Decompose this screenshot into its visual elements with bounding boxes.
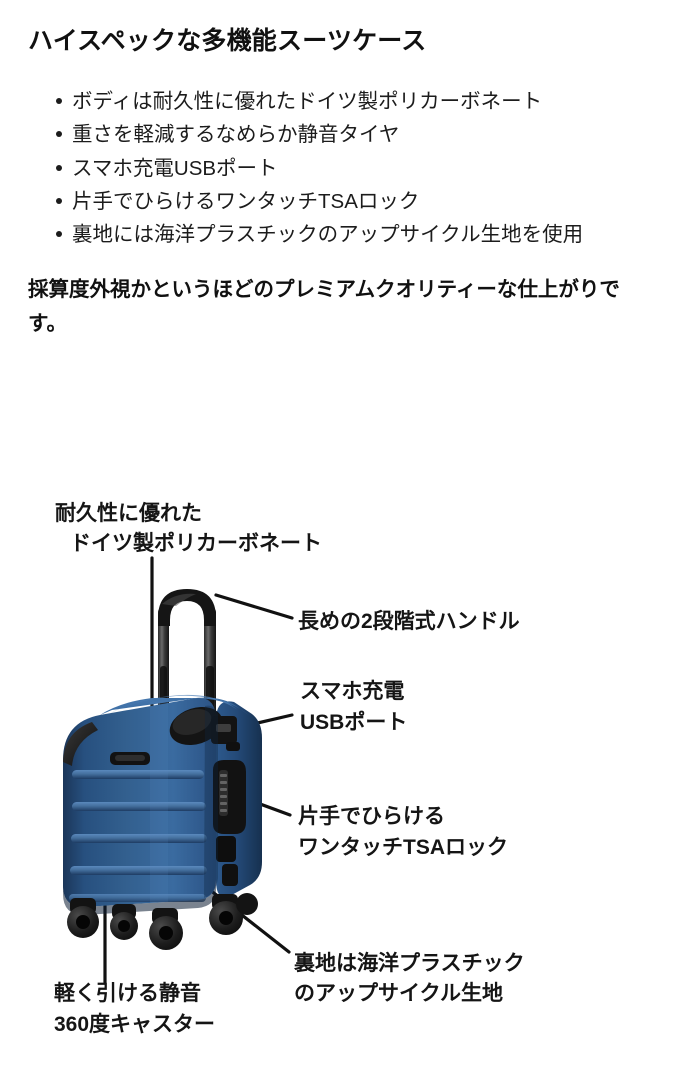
top-grip-handle-icon: [169, 706, 223, 746]
shell-ribs: [69, 770, 207, 902]
annotation-polycarbonate-line2: ドイツ製ポリカーボネート: [70, 531, 322, 555]
tsa-lock-icon: [213, 760, 246, 886]
text-content-block: ハイスペックな多機能スーツケース ボディは耐久性に優れたドイツ製ポリカーボネート…: [0, 0, 673, 341]
suitcase-illustration: [63, 589, 262, 950]
list-item: ボディは耐久性に優れたドイツ製ポリカーボネート: [56, 85, 647, 118]
corner-pad-icon: [63, 722, 98, 766]
list-item: スマホ充電USBポート: [56, 152, 647, 185]
annotation-casters-line2: 360度キャスター: [54, 1013, 215, 1036]
page-title: ハイスペックな多機能スーツケース: [28, 27, 427, 55]
annotation-lining-line2: のアップサイクル生地: [294, 981, 503, 1005]
annotation-telescoping-handle: 長めの2段階式ハンドル: [298, 610, 520, 633]
annotation-tsa-line2: ワンタッチTSAロック: [298, 836, 508, 859]
usb-port-icon: [211, 716, 240, 751]
annotation-spinner-casters: 軽く引ける静音 360度キャスター: [54, 981, 215, 1036]
annotation-recycled-lining: 裏地は海洋プラスチック のアップサイクル生地: [293, 951, 525, 1005]
annotation-tsa-lock: 片手でひらける ワンタッチTSAロック: [298, 805, 508, 859]
annotation-handle-line1: 長めの2段階式ハンドル: [298, 610, 520, 633]
spinner-casters-icon: [67, 893, 258, 950]
annotation-usb-line2: USBポート: [300, 710, 407, 734]
lead-paragraph: 採算度外視かというほどのプレミアムクオリティーな仕上がりです。: [28, 278, 620, 336]
list-item: 裏地には海洋プラスチックのアップサイクル生地を使用: [56, 218, 647, 251]
annotation-casters-line1: 軽く引ける静音: [54, 981, 201, 1005]
annotation-labels: 耐久性に優れた ドイツ製ポリカーボネート 長めの2段階式ハンドル スマホ充電 U…: [54, 501, 525, 1036]
annotation-usb-line1: スマホ充電: [300, 679, 404, 703]
annotation-polycarbonate: 耐久性に優れた ドイツ製ポリカーボネート: [55, 501, 322, 555]
leader-line-handle: [214, 593, 294, 620]
annotation-usb-port: スマホ充電 USBポート: [300, 679, 407, 734]
annotation-lining-line1: 裏地は海洋プラスチック: [293, 951, 525, 975]
list-item: 片手でひらけるワンタッチTSAロック: [56, 185, 647, 218]
annotated-suitcase-diagram: 耐久性に優れた ドイツ製ポリカーボネート 長めの2段階式ハンドル スマホ充電 U…: [0, 470, 673, 1080]
annotation-tsa-line1: 片手でひらける: [298, 805, 445, 828]
suitcase-top-shell: [100, 697, 250, 716]
feature-list: ボディは耐久性に優れたドイツ製ポリカーボネート 重さを軽減するなめらか静音タイヤ…: [0, 85, 673, 251]
annotation-polycarbonate-line1: 耐久性に優れた: [55, 501, 202, 525]
side-grip-handle-icon: [110, 752, 150, 765]
list-item: 重さを軽減するなめらか静音タイヤ: [56, 118, 647, 151]
